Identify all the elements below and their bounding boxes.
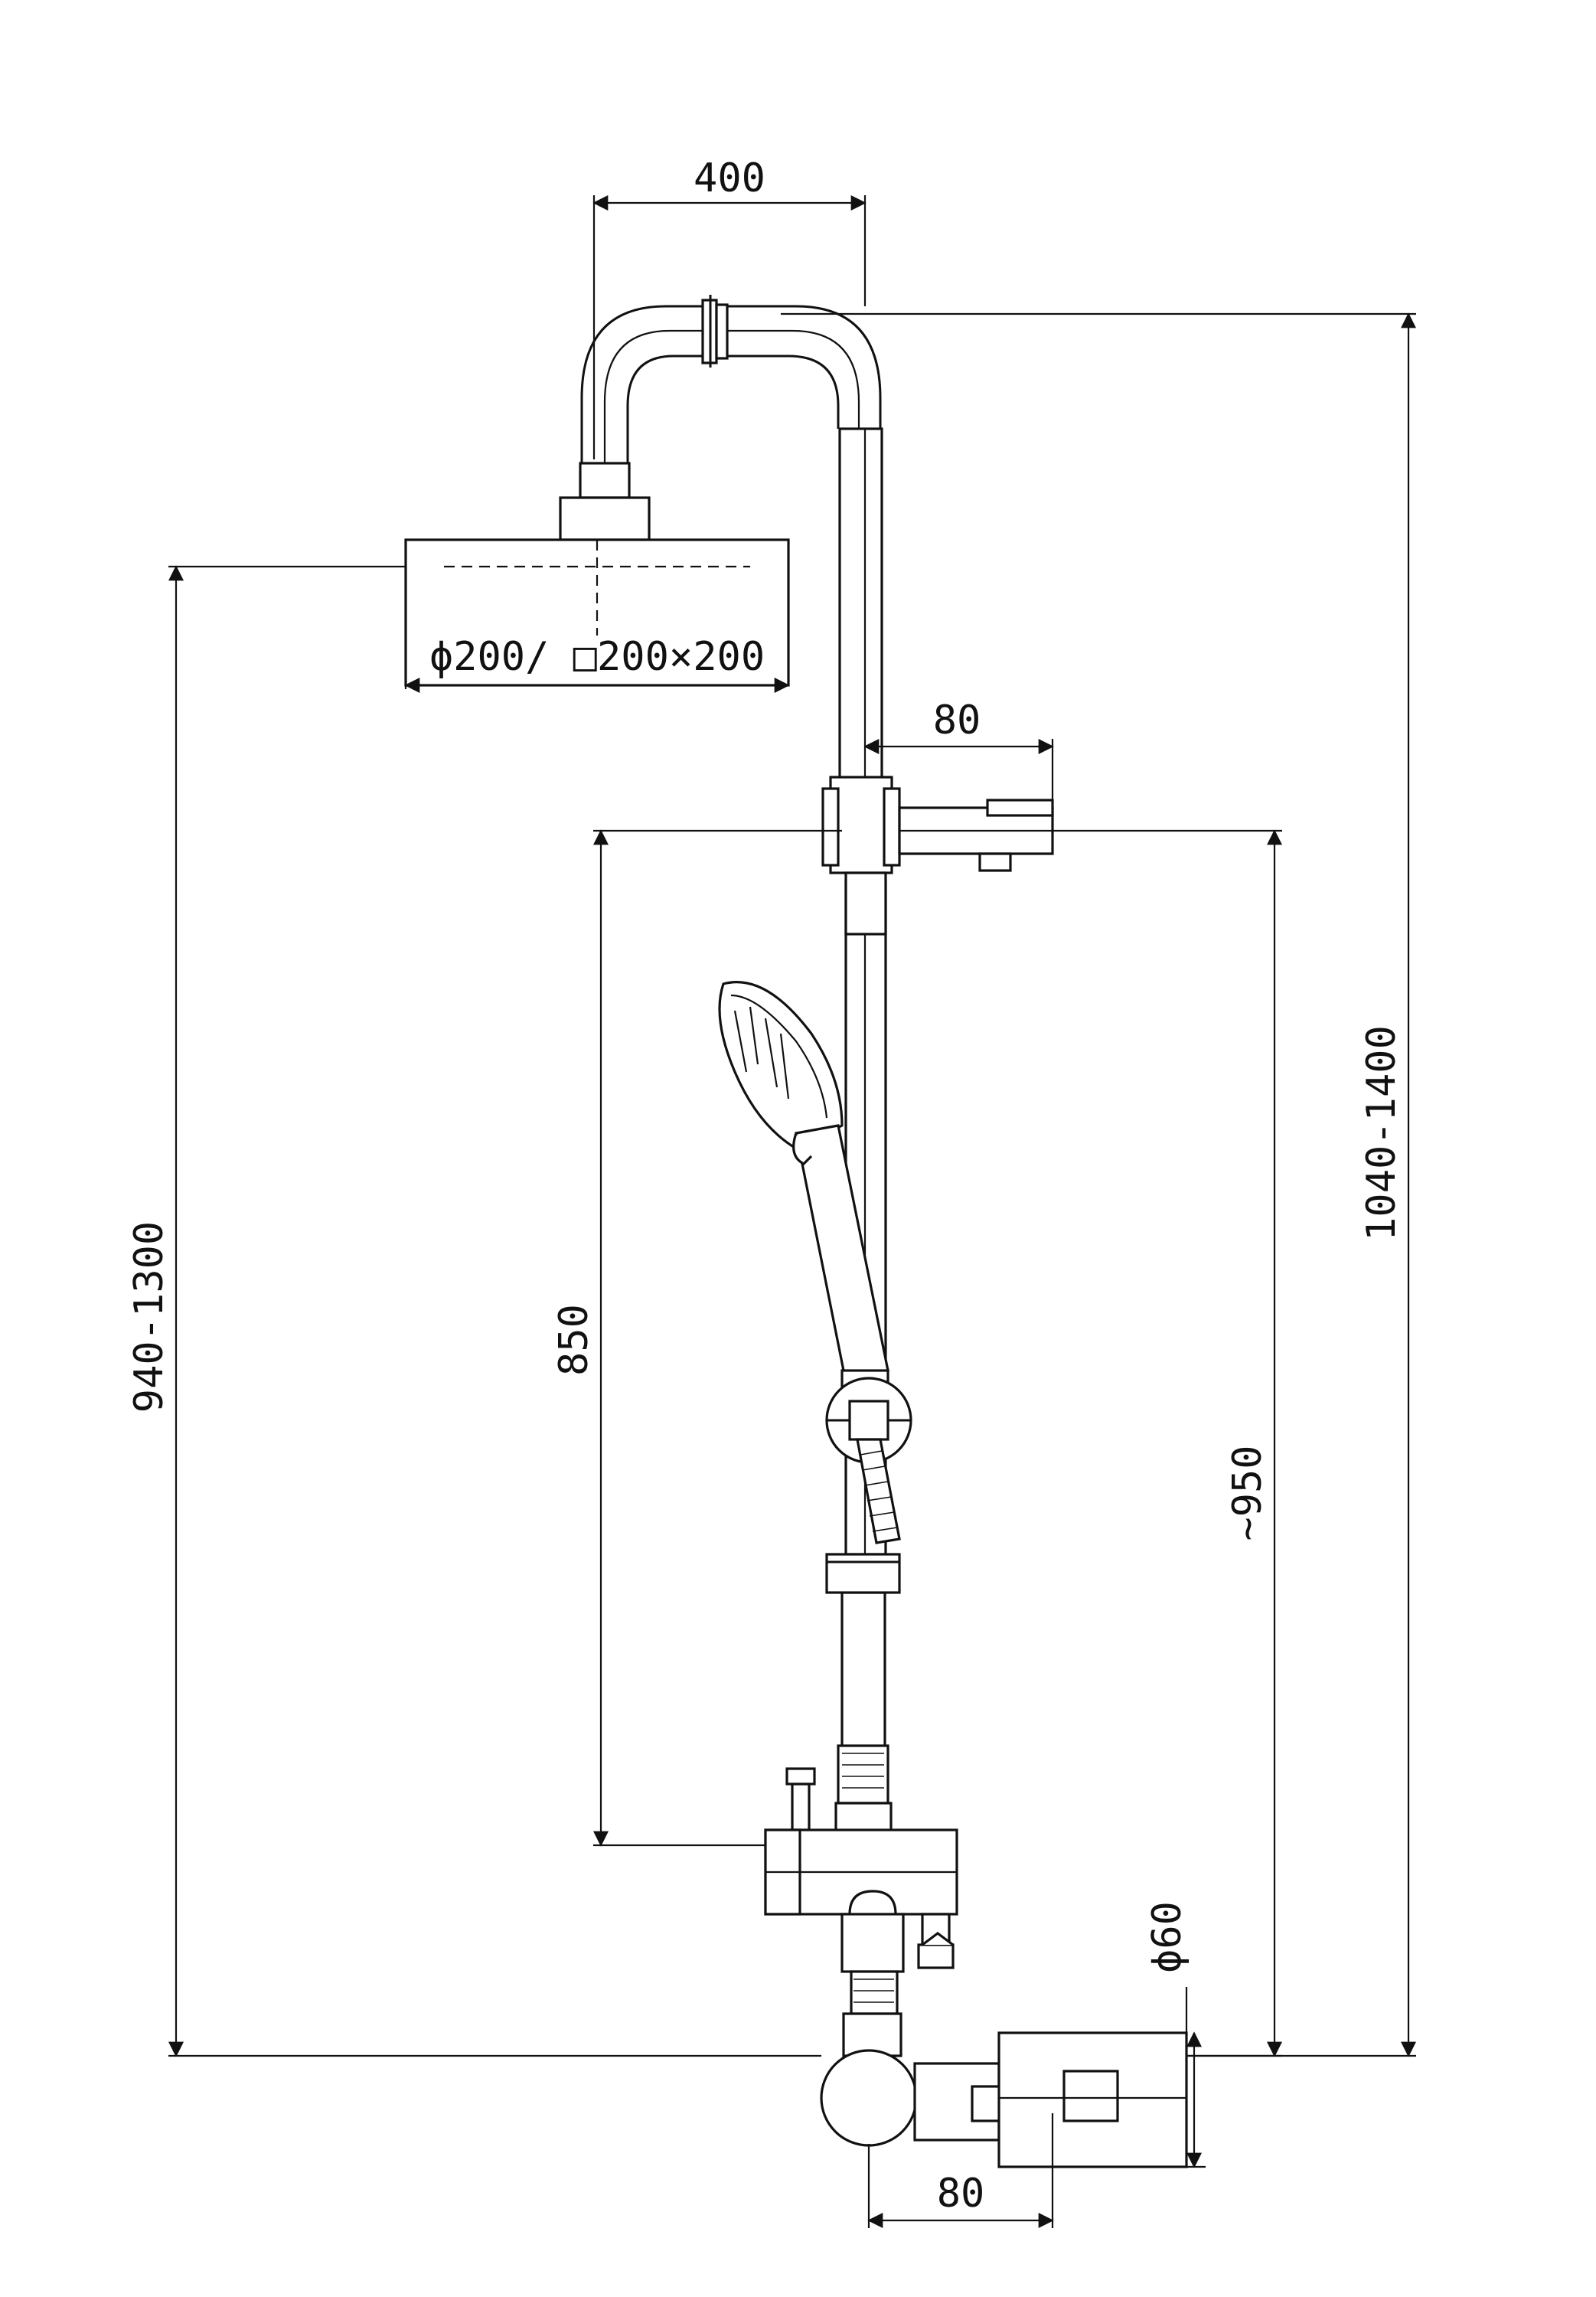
dim-label-overall-height: 1040-1400 [1359, 1025, 1405, 1241]
diverter-body [764, 1744, 958, 1969]
dim-hand-shower-height: 850 [551, 829, 842, 1847]
rain-shower-head [404, 462, 790, 687]
shower-shelf-holder [898, 799, 1054, 872]
dim-label-mixer-depth: 80 [937, 2171, 985, 2217]
dim-head-size: ϕ200/ □200×200 [404, 634, 790, 693]
dim-total-height: 940-1300 [126, 565, 821, 2057]
rail-slider [825, 1553, 901, 1594]
dim-mixer-diameter: ϕ60 [1144, 1901, 1206, 2168]
dim-label-holder-offset: 80 [933, 698, 981, 743]
dim-arm-reach: 400 [592, 155, 867, 459]
dim-holder-offset: 80 [863, 698, 1054, 804]
dim-rail-height: ~950 [1053, 829, 1282, 2057]
shower-assembly [404, 295, 1188, 2168]
overhead-arm [580, 295, 882, 475]
thermostatic-mixer [820, 2031, 1188, 2168]
dim-label-hand-shower-height: 850 [551, 1304, 597, 1376]
dim-overall-height: 1040-1400 [781, 312, 1416, 2057]
dim-mixer-depth: 80 [867, 2113, 1054, 2228]
dim-label-rail-height: ~950 [1225, 1445, 1271, 1541]
lower-connector [840, 1913, 905, 2057]
hand-shower-holder [825, 1377, 912, 1464]
dimension-annotations: 400 ϕ200/ □200×200 80 1040-1400 940-1300 [126, 155, 1416, 2228]
dim-label-arm-reach: 400 [694, 155, 765, 201]
hand-shower [718, 981, 889, 1395]
flexible-hose [856, 1438, 901, 1544]
dim-label-mixer-diameter: ϕ60 [1144, 1901, 1190, 1973]
dim-label-total-height: 940-1300 [126, 1221, 172, 1413]
rail-clamp [821, 776, 901, 936]
dim-label-head-size: ϕ200/ □200×200 [429, 634, 765, 680]
